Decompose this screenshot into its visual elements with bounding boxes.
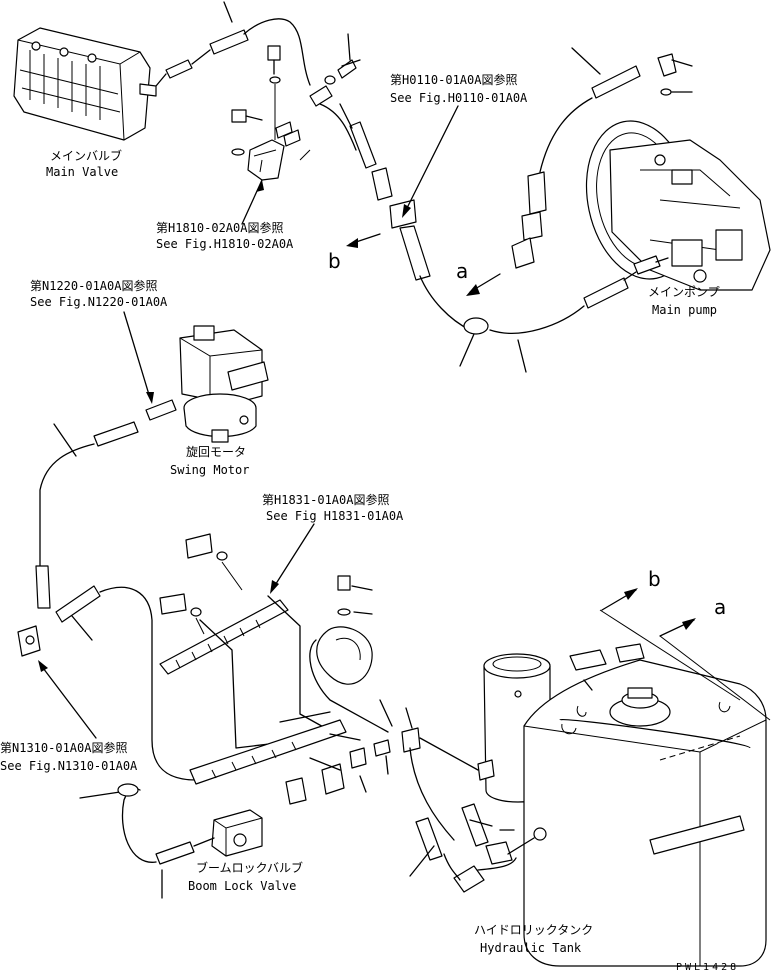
main-pump bbox=[585, 120, 771, 291]
ref-h1810-jp: 第H1810-02A0A図参照 bbox=[156, 220, 283, 235]
marker-b-tank-arrowhead bbox=[624, 588, 638, 600]
tank-ref-line-b bbox=[599, 609, 741, 701]
marker-b-tank: b bbox=[648, 567, 661, 591]
main-valve-label-en: Main Valve bbox=[46, 165, 118, 179]
ref-n1220-en: See Fig.N1220-01A0A bbox=[30, 295, 168, 309]
tank-hidden-line bbox=[659, 735, 741, 761]
leader-h1831-arrowhead bbox=[270, 580, 279, 594]
leader-n1220 bbox=[123, 311, 151, 399]
tank-return-hoses bbox=[409, 803, 535, 893]
ref-n1310-en: See Fig.N1310-01A0A bbox=[0, 759, 138, 773]
marker-a-top: a bbox=[456, 259, 468, 283]
boom-lock-valve bbox=[79, 783, 263, 899]
main-valve-hose bbox=[155, 1, 311, 87]
main-valve-label-jp: メインバルブ bbox=[50, 148, 122, 163]
main-pump-label-jp: メインポンプ bbox=[648, 285, 720, 299]
leader-n1220-arrowhead bbox=[146, 392, 154, 404]
tank-ref-line-a bbox=[659, 635, 771, 721]
ref-n1310-jp: 第N1310-01A0A図参照 bbox=[0, 740, 127, 755]
ref-h1831-jp: 第H1831-01A0A図参照 bbox=[262, 492, 389, 507]
main-pump-label-en: Main pump bbox=[652, 303, 717, 317]
hydraulic-tank-label-en: Hydraulic Tank bbox=[480, 941, 582, 955]
swing-motor-label-en: Swing Motor bbox=[170, 463, 249, 477]
boom-lock-valve-label-jp: ブームロックバルブ bbox=[196, 860, 303, 875]
lower-piping bbox=[55, 533, 479, 841]
leader-h1810-arrowhead bbox=[256, 180, 264, 192]
leader-h0110-arrowhead bbox=[402, 204, 411, 218]
ref-h0110-en: See Fig.H0110-01A0A bbox=[390, 91, 528, 105]
leader-n1310-arrowhead bbox=[38, 660, 48, 672]
leader-h0110 bbox=[403, 105, 459, 215]
drawing-code: PWL1428 bbox=[676, 962, 739, 972]
swing-motor-label-jp: 旋回モータ bbox=[186, 445, 246, 459]
ref-h0110-jp: 第H0110-01A0A図参照 bbox=[390, 72, 517, 87]
center-hose-tee bbox=[309, 85, 431, 281]
swing-motor-hose bbox=[17, 399, 177, 657]
marker-a-tank-arrowhead bbox=[682, 618, 696, 630]
ref-n1220-jp: 第N1220-01A0A図参照 bbox=[30, 278, 157, 293]
boom-lock-valve-label-en: Boom Lock Valve bbox=[188, 879, 296, 893]
ref-h1810-en: See Fig.H1810-02A0A bbox=[156, 237, 294, 251]
pump-hoses bbox=[419, 47, 693, 373]
hydraulic-tank-label-jp: ハイドロリックタンク bbox=[474, 923, 593, 937]
main-valve bbox=[13, 27, 157, 141]
marker-b-top-arrowhead bbox=[346, 238, 358, 248]
marker-b-top: b bbox=[328, 249, 341, 273]
leader-n1310 bbox=[39, 663, 97, 739]
bolt-bracket-assembly bbox=[231, 33, 361, 181]
swing-motor bbox=[179, 325, 269, 443]
marker-a-tank: a bbox=[714, 595, 726, 619]
leader-h1831 bbox=[271, 523, 315, 591]
ref-h1831-en: See Fig H1831-01A0A bbox=[266, 509, 404, 523]
hydraulic-tank bbox=[523, 643, 767, 967]
marker-a-top-arrowhead bbox=[466, 284, 480, 296]
